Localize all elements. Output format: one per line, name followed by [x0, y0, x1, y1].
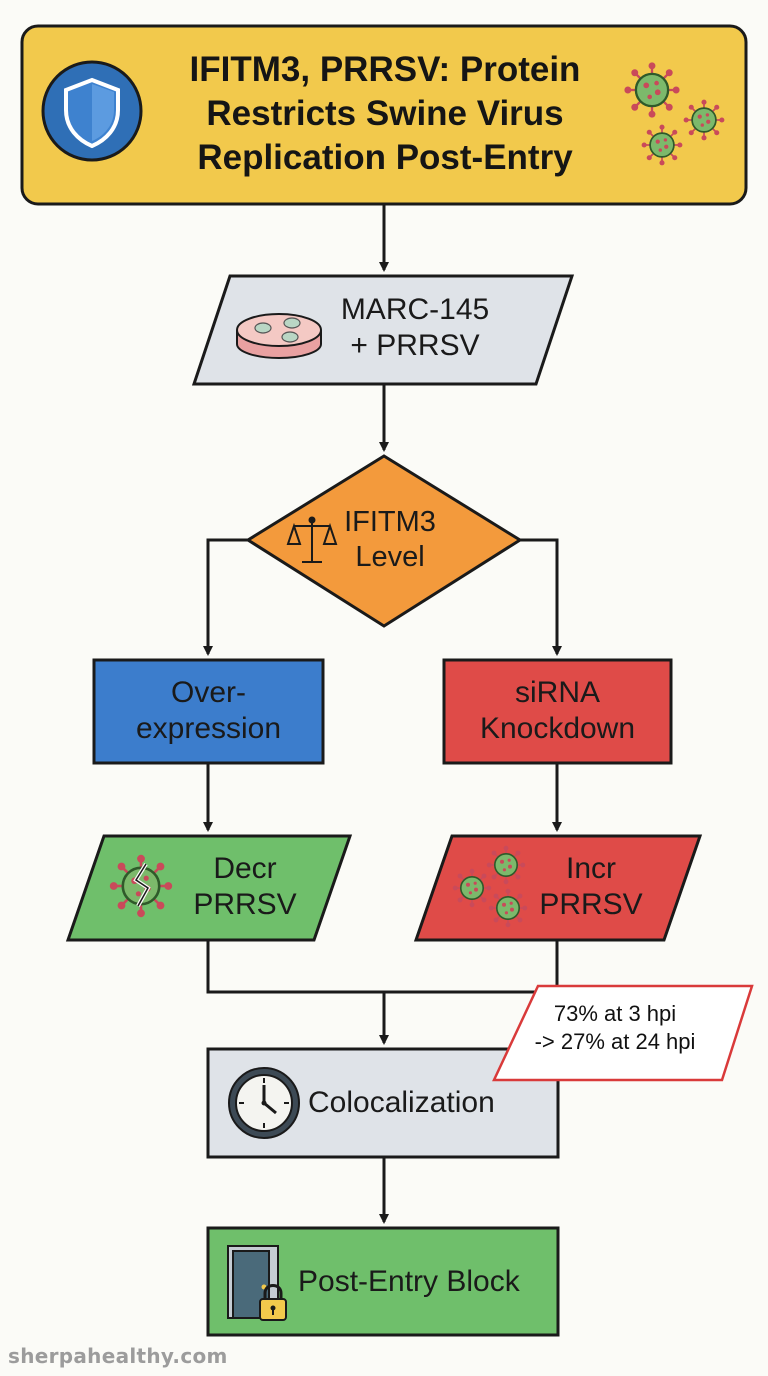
decrease-label: Decr PRRSV — [180, 851, 310, 923]
increase-label: Incr PRRSV — [526, 851, 656, 923]
merge-right — [384, 940, 559, 994]
callout-box — [492, 984, 754, 1082]
overexpression-node — [92, 658, 325, 765]
callout-line1: 73% at 3 hpi — [553, 1001, 677, 1026]
colocalization-label: Colocalization — [308, 1086, 495, 1119]
clock-icon — [228, 1067, 300, 1139]
decision-label: IFITM3 Level — [330, 505, 450, 575]
input-line1: MARC-145 — [340, 293, 490, 326]
petri-dish-icon — [236, 313, 322, 359]
decision-node — [245, 454, 523, 628]
input-line2: + PRRSV — [350, 329, 480, 362]
overexpression-label: Over- expression — [94, 675, 323, 747]
broken-virus-icon — [108, 853, 174, 919]
input-label: MARC-145 + PRRSV — [320, 292, 510, 364]
shield-icon — [41, 60, 143, 162]
decrease-line1: Decr — [213, 852, 277, 885]
branch-right — [520, 538, 562, 656]
increase-line1: Incr — [565, 852, 616, 885]
decision-line1: IFITM3 — [344, 506, 436, 538]
overexpression-line2: expression — [135, 712, 282, 745]
locked-door-icon — [227, 1245, 287, 1321]
overexpression-line1: Over- — [171, 676, 246, 709]
page-title: IFITM3, PRRSV: Protein Restricts Swine V… — [189, 50, 581, 177]
branch-left — [203, 538, 248, 656]
block-label: Post-Entry Block — [298, 1265, 520, 1298]
knockdown-label: siRNA Knockdown — [444, 675, 671, 747]
knockdown-line2: Knockdown — [479, 712, 636, 745]
knockdown-node — [442, 658, 673, 765]
decision-line2: Level — [355, 540, 425, 573]
callout-text: 73% at 3 hpi -> 27% at 24 hpi — [510, 1000, 720, 1055]
knockdown-line1: siRNA — [514, 676, 600, 709]
increase-node — [413, 834, 703, 942]
increase-line2: PRRSV — [539, 888, 643, 921]
decrease-line2: PRRSV — [193, 888, 297, 921]
balance-scale-icon — [286, 516, 338, 563]
merge-left — [206, 940, 384, 994]
watermark[interactable]: sherpahealthy.com — [8, 1344, 228, 1368]
callout-line2: -> 27% at 24 hpi — [534, 1028, 696, 1054]
